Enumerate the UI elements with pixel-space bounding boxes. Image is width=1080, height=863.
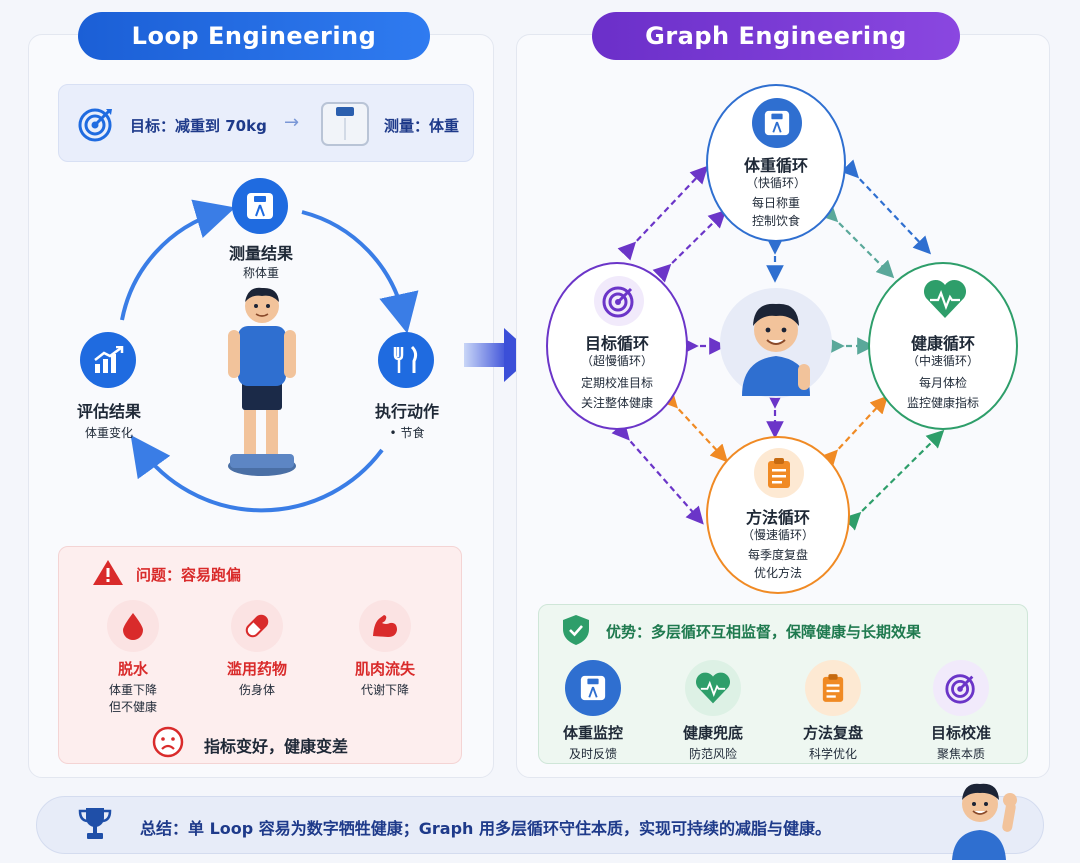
advantage-item-sub: 防范风险 bbox=[688, 747, 737, 761]
problem-item-drugs: 滥用药物 伤身体 bbox=[202, 600, 312, 698]
advantage-item-title: 体重监控 bbox=[562, 724, 623, 742]
goal-loop-line1: 定期校准目标 bbox=[580, 376, 653, 390]
method-loop-node: 方法循环 （慢速循环） 每季度复盘 优化方法 bbox=[706, 436, 850, 594]
measure-label: 测量：体重 bbox=[384, 117, 460, 135]
problem-item-muscle-loss: 肌肉流失 代谢下降 bbox=[330, 600, 440, 698]
advantage-item-goal: 目标校准 聚焦本质 bbox=[906, 660, 1016, 762]
weight-loop-line2: 控制饮食 bbox=[751, 214, 800, 228]
goal-target-icon bbox=[933, 660, 989, 716]
health-heart-icon bbox=[685, 660, 741, 716]
health-loop-speed: （中速循环） bbox=[906, 354, 979, 368]
execute-title: 执行动作 bbox=[374, 402, 439, 421]
problem-item-line1: 体重下降 bbox=[108, 683, 157, 697]
advantage-title: 优势：多层循环互相监督，保障健康与长期效果 bbox=[606, 623, 922, 641]
measure-sub: 称体重 bbox=[242, 266, 279, 280]
weight-monitor-icon bbox=[565, 660, 621, 716]
method-loop-line2: 优化方法 bbox=[753, 566, 802, 580]
health-loop-line2: 监控健康指标 bbox=[906, 396, 979, 410]
summary-text: 总结：单 Loop 容易为数字牺牲健康；Graph 用多层循环守住本质，实现可持… bbox=[140, 819, 832, 838]
advantage-item-sub: 科学优化 bbox=[808, 747, 857, 761]
fork-knife-icon bbox=[378, 332, 434, 388]
method-loop-line1: 每季度复盘 bbox=[747, 548, 808, 562]
target-icon bbox=[78, 106, 114, 142]
water-drop-icon bbox=[107, 600, 159, 652]
problem-result: 指标变好，健康变差 bbox=[204, 737, 349, 756]
weight-loop-node: 体重循环 （快循环） 每日称重 控制饮食 bbox=[706, 84, 846, 242]
problem-title: 问题：容易跑偏 bbox=[136, 566, 242, 584]
clipboard-icon bbox=[754, 448, 804, 498]
advantage-item-sub: 聚焦本质 bbox=[936, 747, 985, 761]
sad-face-icon bbox=[152, 726, 184, 758]
cheering-person-illustration bbox=[944, 774, 1024, 860]
weight-scale-icon bbox=[752, 98, 802, 148]
weight-loop-speed: （快循环） bbox=[745, 176, 806, 190]
person-on-scale-illustration bbox=[222, 284, 302, 479]
measure-scale-icon bbox=[232, 178, 288, 234]
target-goal-icon bbox=[594, 276, 644, 326]
chart-growth-icon bbox=[80, 332, 136, 388]
health-loop-node: 健康循环 （中速循环） 每月体检 监控健康指标 bbox=[868, 262, 1018, 430]
trophy-icon bbox=[78, 806, 112, 842]
evaluate-title: 评估结果 bbox=[76, 402, 141, 421]
evaluate-sub: 体重变化 bbox=[84, 426, 133, 440]
measure-title: 测量结果 bbox=[228, 244, 293, 263]
graph-engineering-title: Graph Engineering bbox=[592, 12, 960, 60]
center-person-avatar bbox=[720, 288, 832, 398]
loop-engineering-title: Loop Engineering bbox=[78, 12, 430, 60]
method-clipboard-icon bbox=[805, 660, 861, 716]
advantage-item-health: 健康兜底 防范风险 bbox=[658, 660, 768, 762]
execute-sub: • 节食 bbox=[389, 426, 425, 440]
advantage-item-title: 方法复盘 bbox=[802, 724, 863, 742]
problem-box bbox=[58, 546, 462, 764]
problem-item-title: 滥用药物 bbox=[226, 660, 287, 678]
goal-loop-speed: （超慢循环） bbox=[580, 354, 653, 368]
goal-arrow: → bbox=[284, 112, 300, 133]
advantage-item-title: 目标校准 bbox=[930, 724, 991, 742]
pill-icon bbox=[231, 600, 283, 652]
advantage-item-sub: 及时反馈 bbox=[568, 747, 617, 761]
advantage-item-method: 方法复盘 科学优化 bbox=[778, 660, 888, 762]
goal-box bbox=[58, 84, 474, 162]
scale-icon bbox=[320, 100, 370, 148]
goal-label: 目标：减重到 70kg bbox=[130, 117, 267, 135]
summary-bar bbox=[36, 796, 1044, 854]
method-loop-title: 方法循环 bbox=[745, 508, 810, 527]
loop-cycle-arrows bbox=[120, 199, 419, 513]
weight-loop-title: 体重循环 bbox=[743, 156, 808, 175]
goal-loop-line2: 关注整体健康 bbox=[580, 396, 653, 410]
advantage-item-weight: 体重监控 及时反馈 bbox=[538, 660, 648, 762]
method-loop-speed: （慢速循环） bbox=[741, 528, 814, 542]
goal-loop-title: 目标循环 bbox=[584, 334, 649, 353]
goal-loop-node: 目标循环 （超慢循环） 定期校准目标 关注整体健康 bbox=[546, 262, 688, 430]
weight-loop-line1: 每日称重 bbox=[751, 196, 800, 210]
shield-check-icon bbox=[562, 614, 590, 646]
health-loop-title: 健康循环 bbox=[910, 334, 975, 353]
problem-item-dehydration: 脱水 体重下降 但不健康 bbox=[78, 600, 188, 715]
problem-item-line1: 伤身体 bbox=[238, 683, 275, 697]
problem-item-title: 肌肉流失 bbox=[354, 660, 415, 678]
warning-icon bbox=[92, 558, 124, 586]
advantage-item-title: 健康兜底 bbox=[682, 724, 743, 742]
health-loop-line1: 每月体检 bbox=[918, 376, 967, 390]
problem-item-title: 脱水 bbox=[117, 660, 148, 678]
problem-item-line1: 代谢下降 bbox=[360, 683, 409, 697]
heart-pulse-icon bbox=[920, 274, 970, 324]
problem-item-line2: 但不健康 bbox=[108, 700, 157, 714]
muscle-arm-icon bbox=[359, 600, 411, 652]
